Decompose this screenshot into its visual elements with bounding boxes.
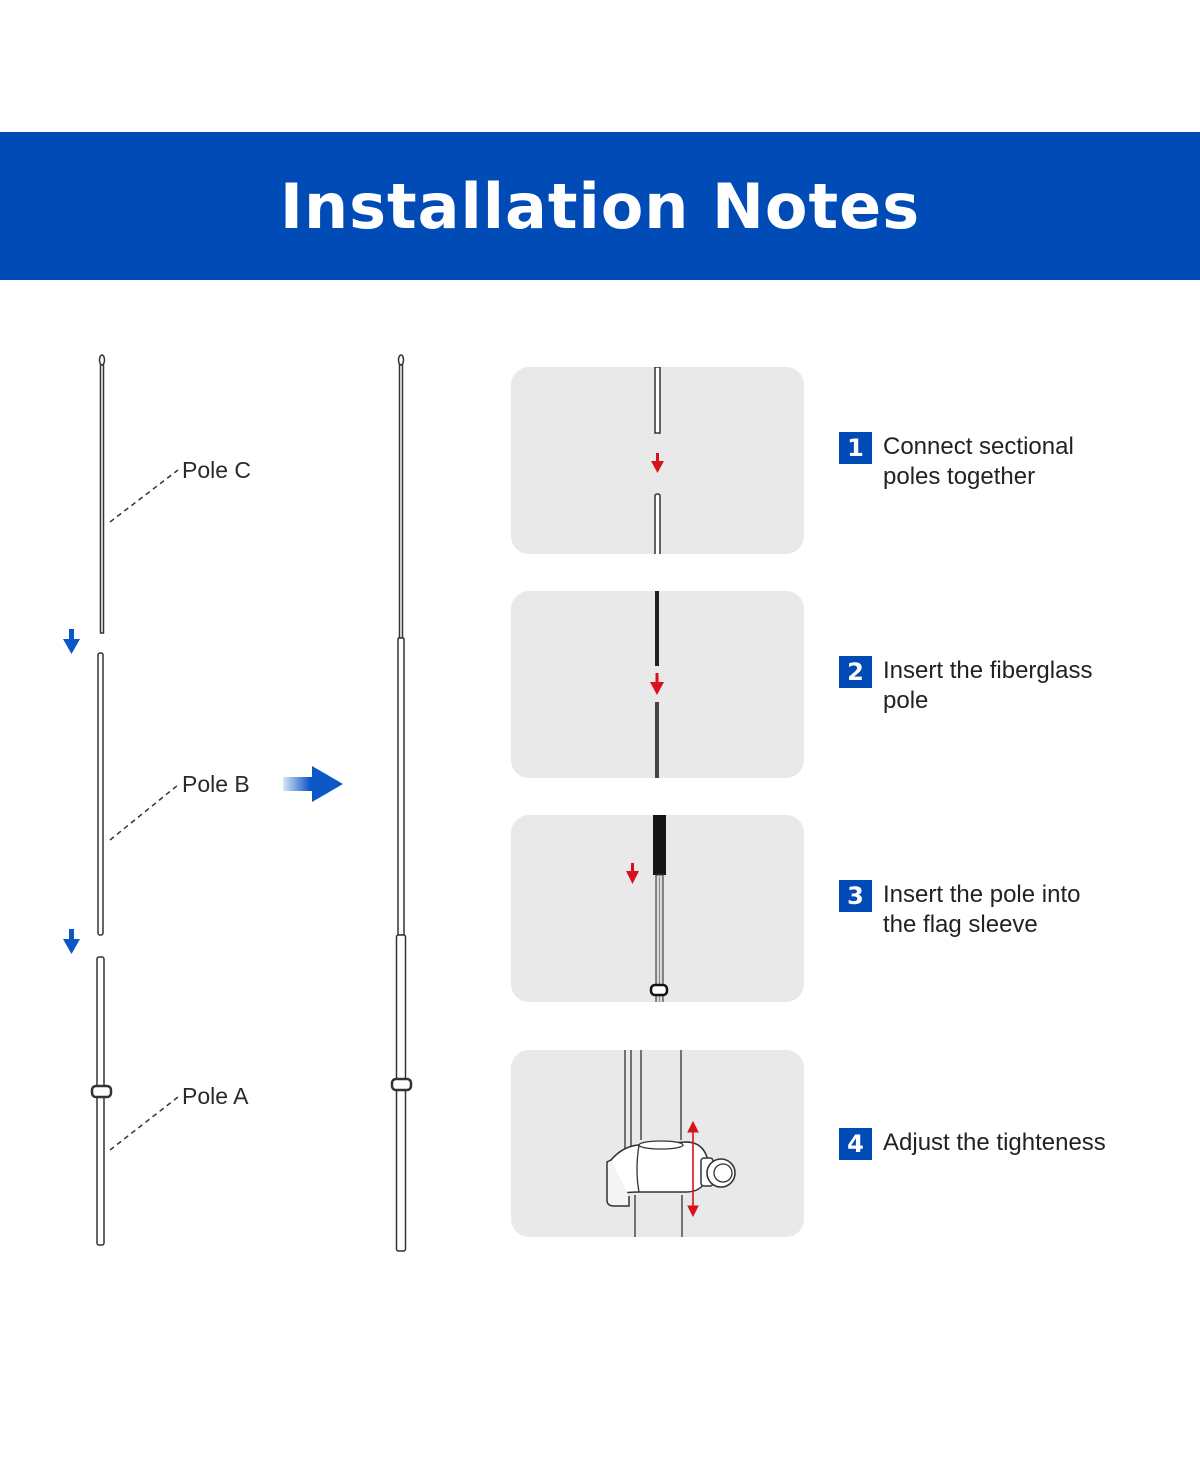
step-number-badge: 4 (839, 1128, 872, 1160)
title-banner: Installation Notes (0, 132, 1200, 280)
step-3-text: Insert the pole into the flag sleeve (883, 881, 1081, 938)
step-3: 3 Insert the pole into the flag sleeve (839, 880, 1163, 940)
pole-a-label: Pole A (182, 1083, 249, 1109)
down-arrow-icon (651, 453, 664, 473)
down-arrow-icon (650, 673, 664, 695)
pole-c-label: Pole C (182, 457, 252, 483)
step-1-text: Connect sectional poles together (883, 433, 1074, 490)
pole-b-drawing (97, 652, 104, 936)
step-2: 2 Insert the fiberglass pole (839, 656, 1163, 716)
step-1: 1 Connect sectional poles together (839, 432, 1163, 492)
right-arrow-icon (283, 766, 343, 802)
pole-b-label: Pole B (182, 771, 250, 797)
step-number-badge: 2 (839, 656, 872, 688)
step-2-illustration (511, 591, 804, 778)
down-arrow-icon (63, 629, 80, 654)
step-4-text: Adjust the tighteness (883, 1129, 1106, 1156)
page-title: Installation Notes (279, 169, 921, 243)
step-number-badge: 3 (839, 880, 872, 912)
step-number-badge: 1 (839, 432, 872, 464)
double-arrow-icon (687, 1120, 699, 1218)
step-4: 4 Adjust the tighteness (839, 1128, 1163, 1160)
step-4-illustration (511, 1050, 804, 1237)
assembled-pole-drawing (390, 354, 413, 1252)
pole-c-drawing (98, 354, 106, 634)
down-arrow-icon (63, 929, 80, 954)
down-arrow-icon (626, 863, 639, 884)
step-1-illustration (511, 367, 804, 554)
pole-a-drawing (90, 956, 113, 1246)
step-2-text: Insert the fiberglass pole (883, 657, 1093, 714)
step-3-illustration (511, 815, 804, 1002)
pole-diagram (63, 354, 413, 1252)
